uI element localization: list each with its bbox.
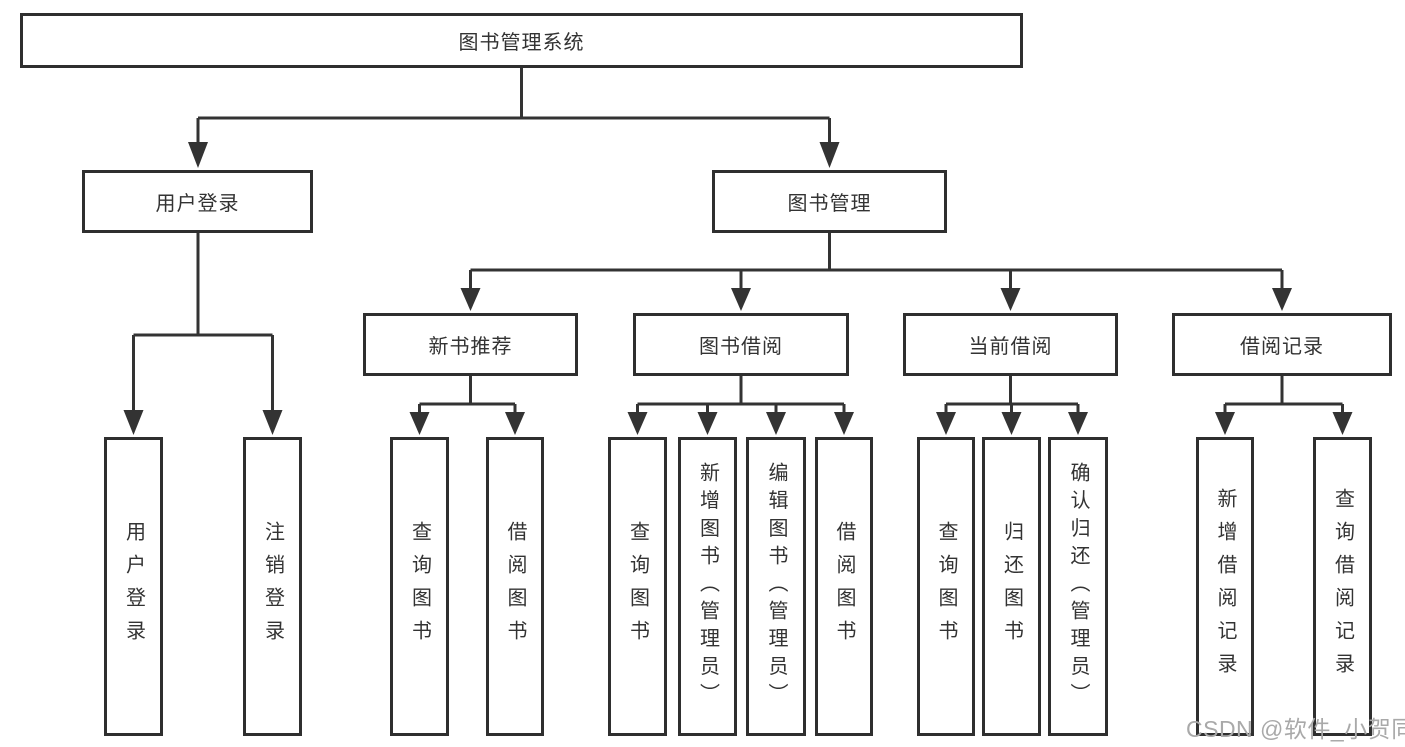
leaf-borrow-query-books-label: 查询图书 (626, 520, 649, 653)
leaf-logout-label: 注销登录 (261, 520, 284, 653)
leaf-recommend-query-books-label: 查询图书 (408, 520, 431, 653)
node-new-book-recommend: 新书推荐 (363, 313, 578, 376)
leaf-logout: 注销登录 (243, 437, 302, 736)
leaf-return-books-label: 归还图书 (1000, 520, 1023, 653)
leaf-confirm-return-admin: 确认归还（管理员） (1048, 437, 1108, 736)
node-root-system: 图书管理系统 (20, 13, 1023, 68)
leaf-borrow-books: 借阅图书 (815, 437, 873, 736)
leaf-confirm-return-admin-label: 确认归还（管理员） (1067, 462, 1089, 711)
leaf-user-login-label: 用户登录 (122, 520, 145, 653)
leaf-current-query-books: 查询图书 (917, 437, 975, 736)
leaf-user-login: 用户登录 (104, 437, 163, 736)
node-borrow-records: 借阅记录 (1172, 313, 1392, 376)
node-book-borrow: 图书借阅 (633, 313, 849, 376)
leaf-borrow-query-books: 查询图书 (608, 437, 667, 736)
leaf-return-books: 归还图书 (982, 437, 1041, 736)
leaf-add-borrow-record-label: 新增借阅记录 (1214, 487, 1236, 686)
leaf-edit-books-admin-label: 编辑图书（管理员） (765, 462, 787, 711)
leaf-query-borrow-record: 查询借阅记录 (1313, 437, 1372, 736)
leaf-recommend-query-books: 查询图书 (390, 437, 449, 736)
leaf-add-books-admin-label: 新增图书（管理员） (696, 462, 719, 711)
leaf-add-borrow-record: 新增借阅记录 (1196, 437, 1254, 736)
node-book-management-branch: 图书管理 (712, 170, 947, 233)
csdn-watermark: CSDN @软件_小贺同学 (1186, 716, 1405, 742)
leaf-query-borrow-record-label: 查询借阅记录 (1331, 487, 1354, 686)
leaf-add-books-admin: 新增图书（管理员） (678, 437, 737, 736)
leaf-edit-books-admin: 编辑图书（管理员） (746, 437, 806, 736)
node-current-borrow: 当前借阅 (903, 313, 1118, 376)
leaf-recommend-borrow-books-label: 借阅图书 (504, 520, 526, 653)
leaf-recommend-borrow-books: 借阅图书 (486, 437, 544, 736)
leaf-current-query-books-label: 查询图书 (935, 520, 957, 653)
arrowhead-icons (123, 142, 1353, 435)
node-user-login-branch: 用户登录 (82, 170, 313, 233)
leaf-borrow-books-label: 借阅图书 (833, 520, 855, 653)
